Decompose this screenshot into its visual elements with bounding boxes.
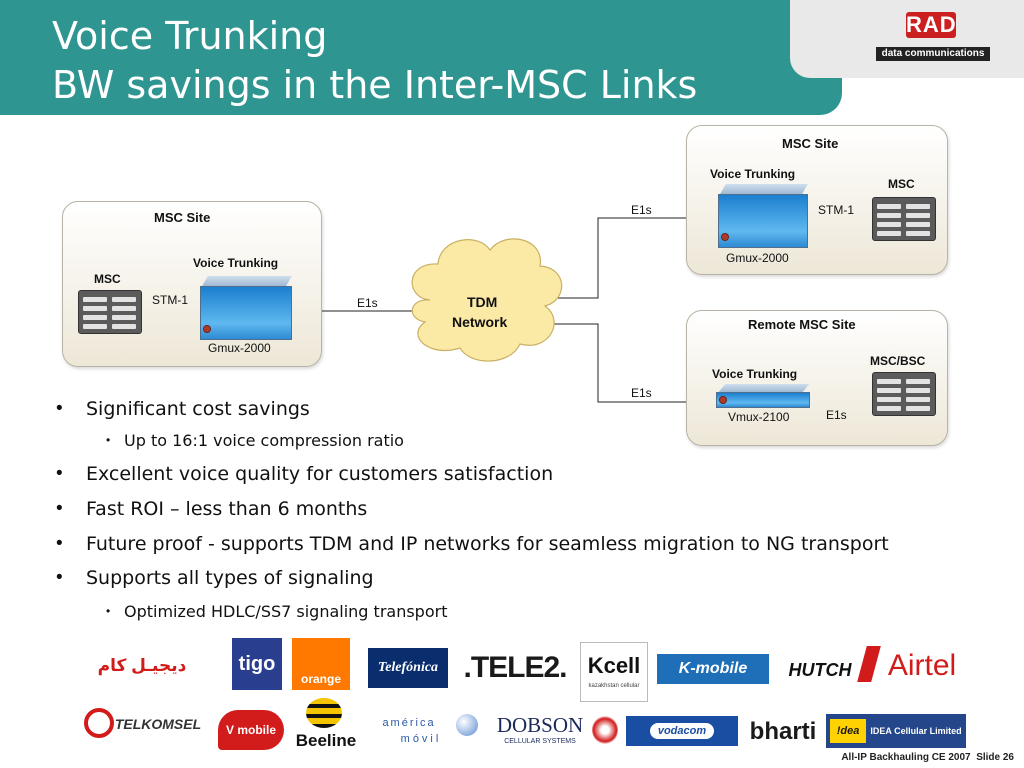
kcell-logo-text: Kcell <box>587 653 641 678</box>
left-device-label: Gmux-2000 <box>208 341 271 355</box>
slide-title-line-2: BW savings in the Inter-MSC Links <box>52 63 698 107</box>
bullet-dot: • <box>56 533 63 554</box>
cloud-label-line-1: TDM <box>467 294 498 310</box>
america-movil-logo: américa móvil <box>362 714 488 748</box>
bullet-item-2: Excellent voice quality for customers sa… <box>86 463 554 485</box>
tele2-logo: .TELE2. <box>463 651 567 684</box>
telkomsel-logo: TELKOMSEL <box>114 716 202 732</box>
orange-logo: orange <box>292 638 350 690</box>
idea-logo-text: IDEA Cellular Limited <box>870 726 962 736</box>
idea-badge: !dea <box>830 719 866 743</box>
bottom-e1-link <box>548 323 718 403</box>
top-e1-link <box>548 217 718 299</box>
top-right-stm1-label: STM-1 <box>818 203 854 217</box>
kcell-logo-subtext: kazakhstan cellular <box>588 683 640 689</box>
slide-title-line-1: Voice Trunking <box>52 14 328 58</box>
vodacom-logo-text: vodacom <box>649 723 715 739</box>
wan-label-top: E1s <box>631 203 652 217</box>
slide-footer: All-IP Backhauling CE 2007 Slide 26 <box>841 752 1014 763</box>
top-right-gmux-led <box>721 233 729 241</box>
sub-bullet-dot: • <box>106 433 111 447</box>
bullet-dot: • <box>56 567 63 588</box>
left-gmux-device <box>200 286 292 340</box>
america-movil-line-2: móvil <box>400 733 442 745</box>
header-gray-tab <box>790 0 850 78</box>
telefonica-logo: Telefónica <box>368 648 448 688</box>
left-stm1-label: STM-1 <box>152 293 188 307</box>
vmux-top <box>718 384 810 392</box>
bullet-dot: • <box>56 463 63 484</box>
title-band <box>0 0 842 115</box>
digicel-cam-logo: ديجيـل كام <box>97 656 187 675</box>
bullet-item-1: Significant cost savings <box>86 398 310 420</box>
bullet-dot: • <box>56 498 63 519</box>
airtel-logo: Airtel <box>887 649 957 682</box>
footer-text: All-IP Backhauling CE 2007 <box>841 752 971 763</box>
rad-logo: RAD <box>906 12 957 38</box>
sub-bullet-item-1: Up to 16:1 voice compression ratio <box>124 431 404 450</box>
remote-e1s-label: E1s <box>826 408 847 422</box>
rad-tagline: data communications <box>876 47 990 61</box>
left-function-label: Voice Trunking <box>193 256 279 270</box>
bullet-dot: • <box>56 398 63 419</box>
vmux-led <box>719 396 727 404</box>
vmux-device <box>716 392 810 408</box>
remote-device-label: Vmux-2100 <box>728 410 790 424</box>
left-msc-label: MSC <box>94 272 121 286</box>
vodacom-logo: vodacom <box>626 716 738 746</box>
beeline-mark <box>306 698 342 728</box>
top-right-function-label: Voice Trunking <box>710 167 796 181</box>
top-right-device-label: Gmux-2000 <box>726 251 789 265</box>
tdm-network-cloud <box>411 238 563 362</box>
vmobile-logo: V mobile <box>218 710 284 750</box>
remote-msc-bsc-switch <box>872 372 936 416</box>
top-right-msc-label: MSC <box>888 177 915 191</box>
kcell-logo: Kcell kazakhstan cellular <box>580 642 648 702</box>
remote-function-label: Voice Trunking <box>712 367 798 381</box>
ericsson-like-mark <box>592 716 618 744</box>
remote-site-title: Remote MSC Site <box>748 317 856 332</box>
left-gmux-led <box>203 325 211 333</box>
left-msc-switch <box>78 290 142 334</box>
left-gmux-top <box>202 276 292 286</box>
top-right-gmux-device <box>718 194 808 248</box>
telkomsel-mark <box>84 708 114 738</box>
cloud-label-line-2: Network <box>452 314 508 330</box>
wan-label-left: E1s <box>357 296 378 310</box>
sub-bullet-item-2: Optimized HDLC/SS7 signaling transport <box>124 602 448 621</box>
top-right-msc-switch <box>872 197 936 241</box>
dobson-logo-subtext: CELLULAR SYSTEMS <box>504 737 576 745</box>
dobson-logo-text: DOBSON <box>496 714 584 736</box>
beeline-logo: Beeline <box>295 731 357 750</box>
remote-msc-label: MSC/BSC <box>870 354 926 368</box>
idea-logo: !dea IDEA Cellular Limited <box>826 714 966 748</box>
top-right-gmux-top <box>720 184 808 194</box>
hutch-logo: HUTCH <box>788 659 852 680</box>
america-movil-line-1: américa <box>382 717 436 729</box>
bullet-item-5: Supports all types of signaling <box>86 567 374 589</box>
bullet-item-4: Future proof - supports TDM and IP netwo… <box>86 533 889 555</box>
america-movil-globe <box>456 714 478 736</box>
sub-bullet-dot: • <box>106 604 111 618</box>
wan-label-bottom: E1s <box>631 386 652 400</box>
slide-number: Slide 26 <box>976 752 1014 763</box>
kmobile-logo: K-mobile <box>657 654 769 684</box>
tigo-logo: tigo <box>232 638 282 690</box>
top-right-site-title: MSC Site <box>782 136 839 151</box>
bharti-logo: bharti <box>749 718 817 745</box>
bullet-item-3: Fast ROI – less than 6 months <box>86 498 368 520</box>
dobson-logo: DOBSON CELLULAR SYSTEMS <box>496 714 584 746</box>
left-site-title: MSC Site <box>154 210 211 225</box>
